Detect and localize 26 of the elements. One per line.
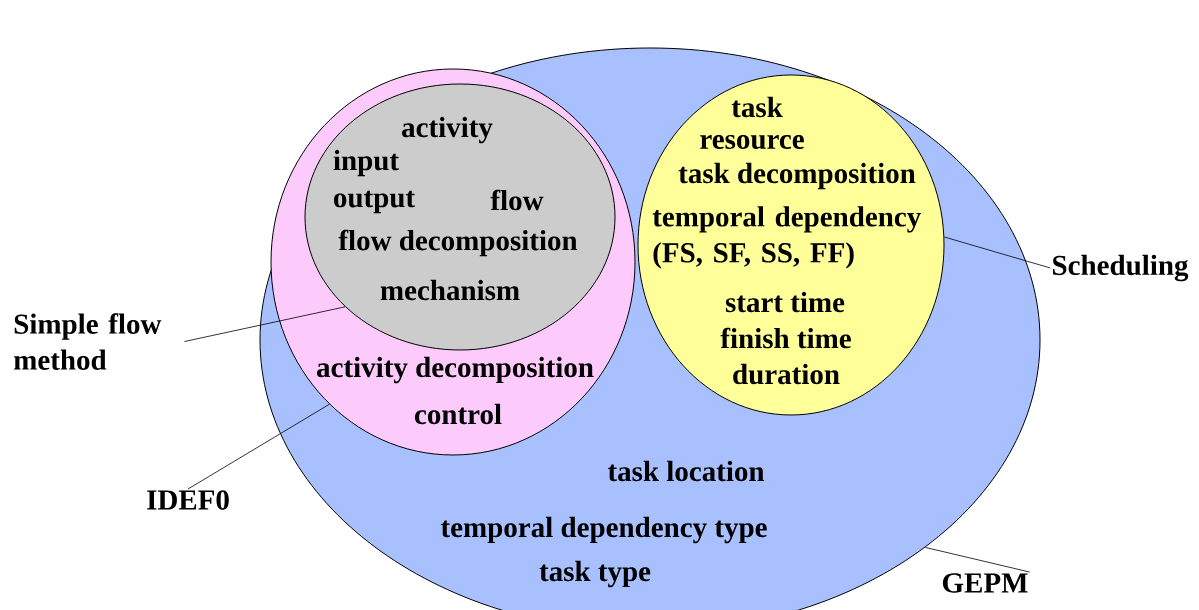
term-label: finish time — [720, 327, 851, 349]
set-name: Scheduling — [1053, 254, 1189, 282]
term-label: temporal dependency type — [440, 516, 767, 544]
term-label: task location — [607, 460, 765, 482]
term-label: mechanism — [380, 279, 520, 301]
term-label: duration — [733, 363, 840, 385]
term-label: task decomposition — [678, 162, 916, 190]
term-label: output — [334, 190, 415, 214]
term-label: task — [731, 96, 783, 118]
term-label: resource — [700, 134, 804, 150]
term-label: flow decomposition — [338, 229, 578, 257]
term-label: task type — [539, 560, 651, 588]
leader-line — [924, 547, 1031, 573]
set-name: GEPM — [942, 573, 1028, 593]
leader-line — [187, 403, 330, 490]
term-label: start time — [725, 291, 845, 313]
term-label: temporal dependency (FS, SF, SS, FF) — [652, 206, 921, 269]
term-label: activity — [402, 116, 493, 144]
set-name: Simple flow method — [14, 313, 162, 370]
term-label: activity decomposition — [317, 356, 594, 384]
set-name: IDEF0 — [147, 490, 229, 510]
term-label: flow — [490, 189, 544, 211]
term-label: input — [333, 149, 399, 177]
leader-line — [943, 236, 1051, 269]
leader-line — [184, 306, 346, 342]
term-label: control — [414, 403, 502, 425]
